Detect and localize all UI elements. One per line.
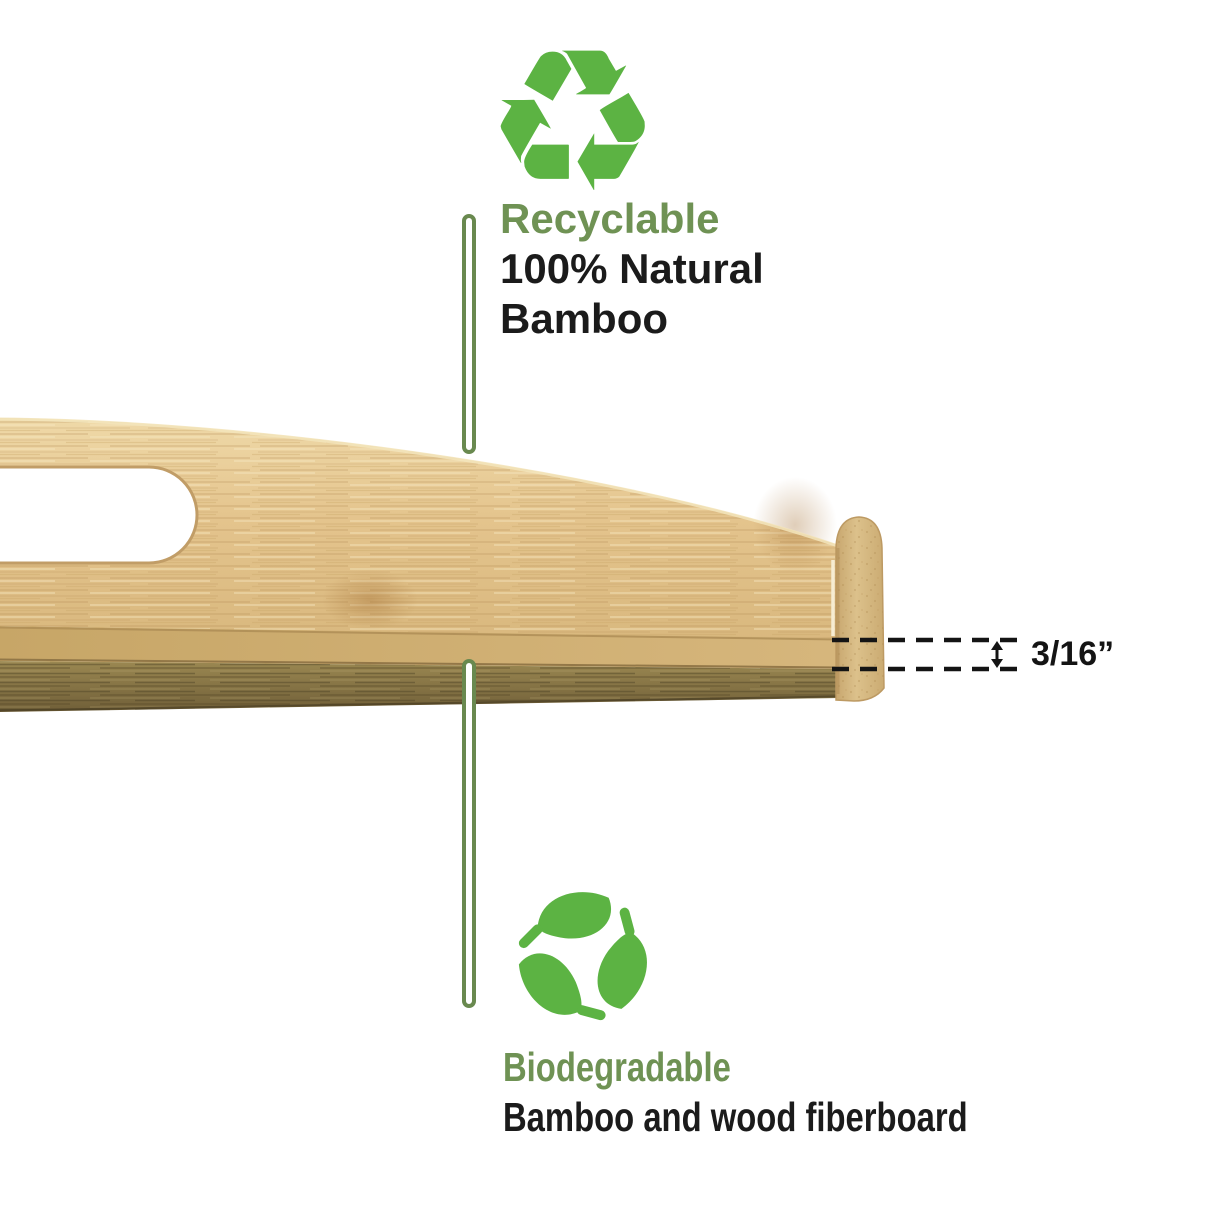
- dimension-label: 3/16”: [1031, 635, 1115, 673]
- wood-knot: [753, 477, 837, 573]
- bottom-callout-line: Bamboo and wood fiberboard: [503, 1094, 968, 1140]
- top-callout-line: 100% Natural: [500, 245, 764, 292]
- top-callout-heading: Recyclable: [500, 195, 720, 242]
- recycle-icon: ♻: [484, 6, 662, 237]
- wood-knot: [322, 570, 418, 630]
- fiberboard-strip: [0, 661, 839, 712]
- bottom-callout: Biodegradable Bamboo and wood fiberboard: [503, 1042, 1084, 1142]
- handle-cutout: [0, 465, 199, 565]
- leaf-left: [513, 940, 601, 1032]
- bottom-callout-heading: Biodegradable: [503, 1044, 731, 1090]
- callout-connector-top: [462, 214, 476, 454]
- leaf-top: [524, 892, 611, 943]
- callout-connector-bottom: [462, 659, 476, 1008]
- dimension-callout: [832, 637, 1028, 672]
- board-face: [0, 417, 839, 639]
- biodegradable-leaves-icon: [504, 882, 662, 1032]
- top-callout-line: Bamboo: [500, 295, 668, 342]
- floor-edge-strip: [0, 626, 839, 669]
- end-rail: [831, 516, 885, 702]
- dimension-arrow: [991, 641, 1003, 668]
- board-top-edge-highlight: [0, 417, 839, 548]
- top-callout: Recyclable 100% Natural Bamboo: [500, 194, 764, 344]
